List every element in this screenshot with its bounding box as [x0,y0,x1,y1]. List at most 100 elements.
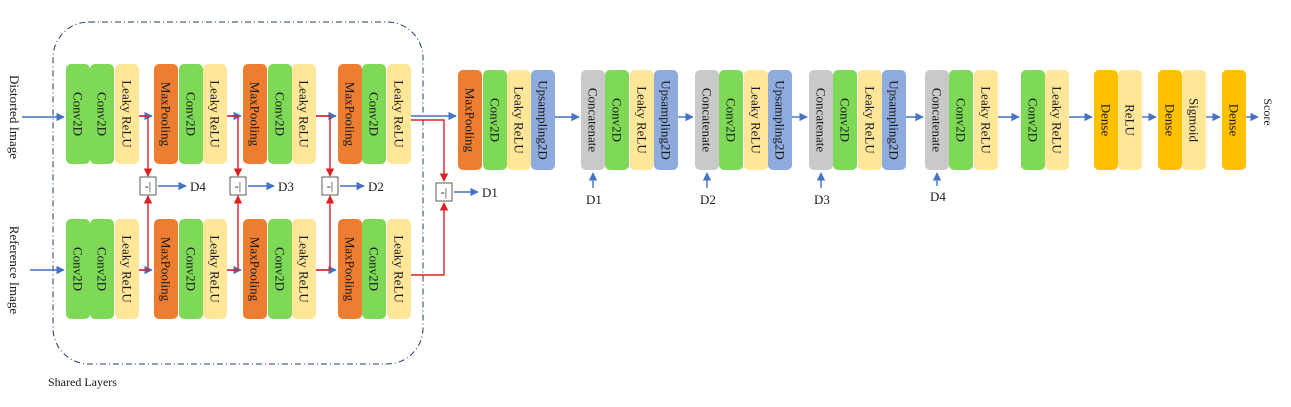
layer-pool-box [154,64,178,164]
layer-concat-label: Concatenate [586,88,601,152]
layer-leaky-block: Leaky ReLU [744,70,768,170]
layer-conv-block: Conv2D [605,70,629,170]
diff-op-label: -| [235,179,241,193]
layer-up-label: Upsampling2D [773,80,788,159]
diff-op-d4: -| [139,176,157,196]
layer-up-label: Upsampling2D [659,80,674,159]
layer-conv-box [483,70,507,170]
layer-leaky-label: Leaky ReLU [749,86,764,154]
layer-conv-label: Conv2D [1026,98,1041,142]
layer-conv-box [362,64,386,164]
layer-pool-block: MaxPooling [338,64,362,164]
layer-conv-label: Conv2D [838,98,853,142]
layer-pool-label: MaxPooling [343,237,358,302]
d4-skip-label: D4 [930,189,946,204]
layer-concat-box [925,70,949,170]
layer-leaky-block: Leaky ReLU [858,70,882,170]
layer-conv-label: Conv2D [184,92,199,136]
layer-up-label: Upsampling2D [887,80,902,159]
layer-leaky-box [507,70,531,170]
layer-pool-block: MaxPooling [243,64,267,164]
layer-leaky-box [1045,70,1069,170]
layer-leaky-block: Leaky ReLU [387,64,411,164]
layer-pool-block: MaxPooling [243,219,267,319]
layer-conv-label: Conv2D [95,247,110,291]
layer-conv-block: Conv2D [1021,70,1045,170]
layer-conv-label: Conv2D [71,247,86,291]
shared-layers-region [52,21,424,365]
layer-relu-box [1118,70,1142,170]
layer-leaky-label: Leaky ReLU [208,80,223,148]
layer-leaky-box [203,64,227,164]
layer-conv-box [66,64,90,164]
layer-leaky-box [858,70,882,170]
layer-concat-box [695,70,719,170]
layer-conv-label: Conv2D [724,98,739,142]
layer-up-block: Upsampling2D [531,70,555,170]
layer-conv-block: Conv2D [90,219,114,319]
layer-conv-box [66,219,90,319]
layer-dense-block: Dense [1158,70,1182,170]
shared-layers-label: Shared Layers [48,375,117,389]
distorted-image-label: Distorted Image [7,75,22,159]
layer-pool-label: MaxPooling [463,88,478,153]
red-bot-d4 [139,195,153,271]
layer-conv-label: Conv2D [367,247,382,291]
layer-conv-box [268,219,292,319]
layer-conv-label: Conv2D [273,247,288,291]
red-top-d2 [316,115,335,177]
layer-leaky-block: Leaky ReLU [507,70,531,170]
d2-output-label: D2 [368,179,384,194]
diff-op-box [435,182,453,202]
layer-leaky-label: Leaky ReLU [120,235,135,303]
layer-dense-box [1158,70,1182,170]
layer-concat-block: Concatenate [925,70,949,170]
layer-concat-label: Concatenate [700,88,715,152]
layer-concat-box [809,70,833,170]
layer-leaky-box [630,70,654,170]
diff-op-label: -| [441,185,447,199]
layer-dense-label: Dense [1163,104,1178,137]
layer-leaky-block: Leaky ReLU [115,219,139,319]
diff-op-label: -| [327,179,333,193]
layer-conv-box [362,219,386,319]
layer-conv-block: Conv2D [66,64,90,164]
layer-pool-box [338,64,362,164]
score-label: Score [1261,98,1275,125]
layer-leaky-block: Leaky ReLU [974,70,998,170]
layer-pool-block: MaxPooling [338,219,362,319]
layer-leaky-label: Leaky ReLU [979,86,994,154]
layer-leaky-box [387,219,411,319]
layer-leaky-box [292,64,316,164]
layer-conv-label: Conv2D [367,92,382,136]
layer-leaky-label: Leaky ReLU [392,235,407,303]
layer-pool-label: MaxPooling [248,82,263,147]
layer-sigmoid-box [1182,70,1206,170]
layer-relu-block: ReLU [1118,70,1142,170]
layer-dense-box [1222,70,1246,170]
d1-skip-label: D1 [586,192,602,207]
layer-relu-label: ReLU [1123,104,1138,136]
layer-leaky-box [115,64,139,164]
layer-leaky-box [292,219,316,319]
layer-conv-label: Conv2D [954,98,969,142]
layer-leaky-box [203,219,227,319]
d4-output-label: D4 [190,179,206,194]
layer-conv-box [90,64,114,164]
layer-leaky-block: Leaky ReLU [203,219,227,319]
layer-pool-box [243,219,267,319]
red-bot-d3 [227,195,243,271]
layer-leaky-label: Leaky ReLU [297,80,312,148]
layer-leaky-label: Leaky ReLU [635,86,650,154]
layer-leaky-block: Leaky ReLU [292,64,316,164]
layer-leaky-box [974,70,998,170]
layer-pool-block: MaxPooling [458,70,482,170]
layer-up-box [654,70,678,170]
layer-conv-label: Conv2D [488,98,503,142]
layer-concat-block: Concatenate [581,70,605,170]
layer-conv-box [1021,70,1045,170]
d3-output-label: D3 [278,179,294,194]
layer-conv-block: Conv2D [268,64,292,164]
layer-conv-block: Conv2D [179,64,203,164]
layer-conv-block: Conv2D [833,70,857,170]
